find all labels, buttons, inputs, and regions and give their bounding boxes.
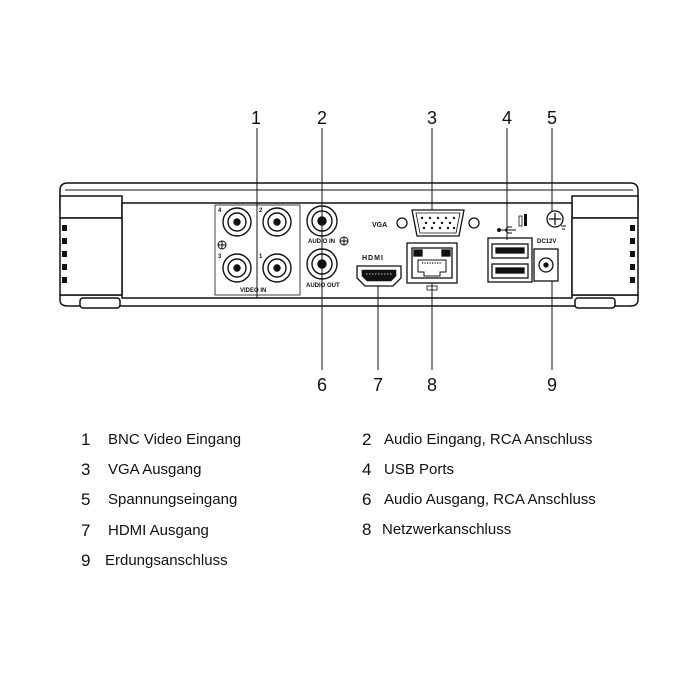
legend-text-2: Audio Eingang, RCA Anschluss <box>384 431 593 448</box>
dc-label: DC12V <box>537 239 556 245</box>
callout-number-3: 3 <box>427 108 437 128</box>
callout-number-1: 1 <box>251 108 261 128</box>
ground-terminal <box>546 210 566 230</box>
legend-number-9: 9 <box>81 551 91 570</box>
video-in-label: VIDEO IN <box>240 288 266 294</box>
legend-text-6: Audio Ausgang, RCA Anschluss <box>384 491 596 508</box>
bnc-connector-4 <box>222 207 252 237</box>
bnc-video-inputs <box>214 204 301 296</box>
legend-number-3: 3 <box>81 460 91 479</box>
legend-number-1: 1 <box>81 430 91 449</box>
legend-number-2: 2 <box>362 430 372 449</box>
legend-text-3: VGA Ausgang <box>108 461 202 478</box>
callout-number-8: 8 <box>427 375 437 395</box>
ethernet-port <box>406 242 458 284</box>
callout-leader-lines <box>256 128 553 370</box>
hdmi-label: HDMI <box>362 255 384 262</box>
callout-number-4: 4 <box>502 108 512 128</box>
bnc-connector-2 <box>262 207 292 237</box>
usb-ports <box>487 214 533 283</box>
audio-out-label: AUDIO OUT <box>306 283 340 289</box>
legend-text-8: Netzwerkanschluss <box>382 521 512 538</box>
bnc-number-2: 2 <box>259 208 263 214</box>
callout-number-2: 2 <box>317 108 327 128</box>
hdmi-port <box>356 265 402 287</box>
dvr-rear-panel-diagram: 4 2 3 1 VIDEO IN AUDIO IN AUDIO OUT VGA … <box>59 108 639 395</box>
bnc-number-3: 3 <box>218 254 222 260</box>
usb-icon <box>497 226 516 234</box>
legend-number-6: 6 <box>362 490 372 509</box>
callout-number-7: 7 <box>373 375 383 395</box>
legend-text-9: Erdungsanschluss <box>105 552 228 569</box>
callout-number-6: 6 <box>317 375 327 395</box>
callout-number-5: 5 <box>547 108 557 128</box>
bnc-number-4: 4 <box>218 208 222 214</box>
callout-number-9: 9 <box>547 375 557 395</box>
vga-port <box>396 209 480 237</box>
legend-number-4: 4 <box>362 460 372 479</box>
legend-text-5: Spannungseingang <box>108 491 238 508</box>
legend-number-8: 8 <box>362 520 372 539</box>
device-casing <box>59 182 639 309</box>
dc-power-input <box>533 248 559 282</box>
bnc-connector-3 <box>222 253 252 283</box>
bnc-connector-1 <box>262 253 292 283</box>
legend-number-7: 7 <box>81 521 91 540</box>
vga-label: VGA <box>372 222 387 229</box>
legend-text-1: BNC Video Eingang <box>108 431 242 448</box>
legend-text-4: USB Ports <box>384 461 455 478</box>
bnc-number-1: 1 <box>259 254 263 260</box>
legend-number-5: 5 <box>81 490 91 509</box>
legend-text-7: HDMI Ausgang <box>108 522 209 539</box>
vent-slots <box>62 225 635 283</box>
